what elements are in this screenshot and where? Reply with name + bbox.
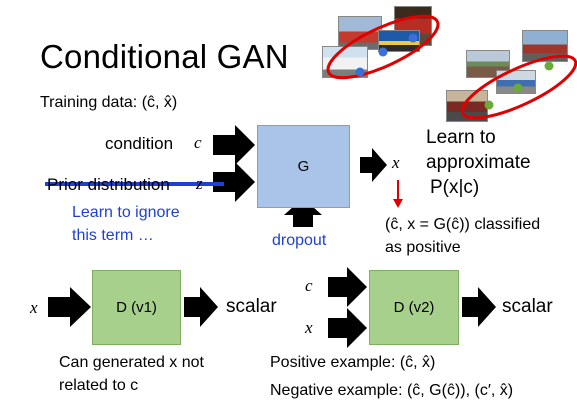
prior-arrow xyxy=(213,162,255,202)
d2-input-c-var: c xyxy=(305,276,313,295)
prior-var: z xyxy=(196,174,203,193)
d1-output-arrow xyxy=(184,287,218,327)
classified-line2: as positive xyxy=(385,239,461,256)
ignore-text-line1: Learn to ignore xyxy=(72,204,180,221)
generator-box: G xyxy=(257,125,350,208)
d2-output-label: scalar xyxy=(502,296,553,317)
d1-output-label: scalar xyxy=(226,296,277,317)
discriminator-v2-box: D (v2) xyxy=(369,270,459,345)
prior-label: Prior distribution xyxy=(47,175,170,194)
classified-line1: (ĉ, x = G(ĉ)) classified xyxy=(385,216,541,233)
generator-label: G xyxy=(297,158,310,175)
d1-input-var: x xyxy=(30,298,38,317)
d2-output-arrow xyxy=(462,287,496,327)
condition-var: c xyxy=(194,133,202,152)
dropout-label: dropout xyxy=(272,232,327,249)
positive-example: Positive example: (ĉ, x̂) xyxy=(270,354,436,371)
discriminator-v1-box: D (v1) xyxy=(92,270,181,345)
blue-point xyxy=(355,67,365,77)
training-data-label: Training data: (ĉ, x̂) xyxy=(40,94,178,111)
generator-output-arrow xyxy=(360,148,387,182)
d2-input-x-arrow xyxy=(328,308,367,348)
d1-note-line1: Can generated x not xyxy=(59,354,204,371)
learn-line3: P(x|c) xyxy=(430,177,480,198)
cluster-ellipse-1 xyxy=(326,14,440,80)
blue-point xyxy=(378,47,388,57)
d1-note-line2: related to c xyxy=(59,377,139,394)
blue-point xyxy=(408,33,418,43)
d1-label: D (v1) xyxy=(116,299,157,316)
red-arrowhead xyxy=(393,199,403,208)
condition-arrow xyxy=(213,125,255,165)
generator-output-var: x xyxy=(392,153,400,172)
page-title: Conditional GAN xyxy=(40,38,289,75)
d2-input-x-var: x xyxy=(305,318,313,337)
d2-label: D (v2) xyxy=(393,299,435,316)
cluster-ellipse-2 xyxy=(460,54,577,120)
green-point xyxy=(513,83,523,93)
green-point xyxy=(544,61,554,71)
negative-example: Negative example: (ĉ, G(ĉ)), (c′, x̂) xyxy=(270,382,514,399)
condition-label: condition xyxy=(105,134,174,153)
green-point xyxy=(484,100,494,110)
learn-line1: Learn to xyxy=(426,127,496,148)
dropout-arrow xyxy=(284,198,322,227)
d2-input-c-arrow xyxy=(328,267,367,307)
learn-line2: approximate xyxy=(426,152,531,173)
ignore-text-line2: this term … xyxy=(72,227,154,244)
d1-input-arrow xyxy=(48,287,91,327)
train-photo-6 xyxy=(522,30,568,62)
